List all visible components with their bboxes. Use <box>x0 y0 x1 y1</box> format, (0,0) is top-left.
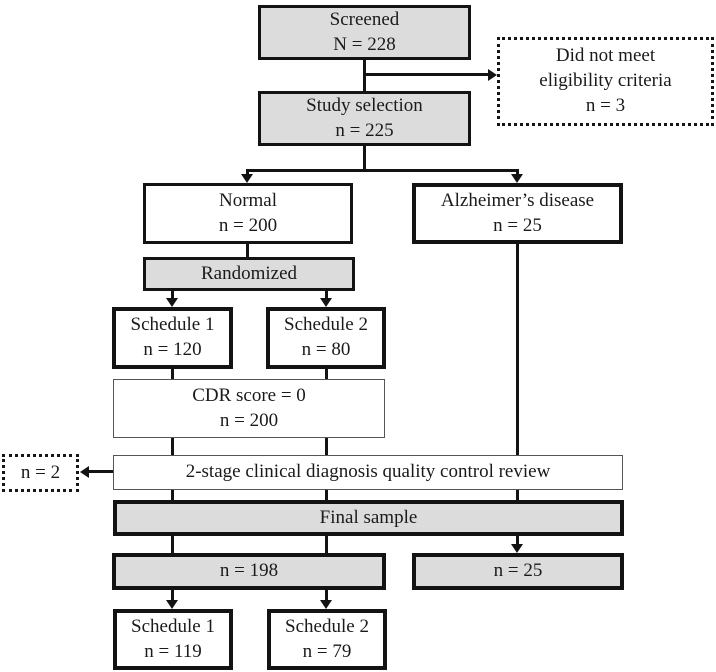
randomized-box: Randomized <box>143 257 355 291</box>
arrowhead-not-eligible <box>488 69 497 81</box>
screened-box: Screened N = 228 <box>258 5 471 60</box>
final-normal-box: n = 198 <box>112 553 386 590</box>
study-selection-box: Study selection n = 225 <box>258 91 471 146</box>
final-sample-box: Final sample <box>113 500 624 536</box>
schedule1-top-count: n = 120 <box>143 339 202 360</box>
qc-review-box: 2-stage clinical diagnosis quality contr… <box>113 455 623 490</box>
final-normal-count: n = 198 <box>219 560 279 582</box>
connector-final-to-n25 <box>516 536 519 545</box>
branch-line-normal-ad <box>246 169 519 172</box>
connector-n198-to-schedule1 <box>171 590 174 601</box>
alzheimers-box: Alzheimer’s disease n = 25 <box>412 183 623 244</box>
connector-qc-to-final-left <box>171 490 174 500</box>
connector-normal-to-randomized <box>246 244 249 257</box>
normal-count: n = 200 <box>218 214 278 236</box>
connector-schedule1-to-cdr <box>171 369 174 379</box>
connector-randomized-to-schedule2 <box>325 291 328 299</box>
arrowhead-qc-excluded <box>80 466 89 478</box>
arrowhead-ad <box>511 174 523 183</box>
final-ad-box: n = 25 <box>412 553 624 590</box>
study-selection-label: Study selection <box>306 94 423 116</box>
schedule1-top-box: Schedule 1 n = 120 <box>112 307 233 369</box>
connector-ad-to-qc <box>516 244 519 455</box>
study-selection-count: n = 225 <box>335 119 394 141</box>
schedule1-bottom-box: Schedule 1 n = 119 <box>113 609 233 670</box>
connector-qc-to-final-mid <box>325 490 328 500</box>
schedule2-top-count: n = 80 <box>301 339 351 360</box>
cdr-count: n = 200 <box>219 409 279 431</box>
connector-to-not-eligible <box>364 73 489 76</box>
schedule1-bottom-count: n = 119 <box>144 640 202 662</box>
randomized-label: Randomized <box>200 262 298 284</box>
arrowhead-schedule1-top <box>166 298 178 307</box>
final-sample-label: Final sample <box>319 506 418 528</box>
arrowhead-n25 <box>511 544 523 553</box>
connector-schedule2-to-cdr <box>325 369 328 379</box>
schedule2-bottom-count: n = 79 <box>302 640 352 662</box>
schedule2-top-label: Schedule 2 <box>284 314 368 336</box>
arrowhead-schedule2-top <box>320 298 332 307</box>
schedule1-top-label: Schedule 1 <box>130 314 215 336</box>
schedule1-bottom-label: Schedule 1 <box>131 615 215 637</box>
screened-label: Screened <box>329 8 400 30</box>
normal-box: Normal n = 200 <box>143 183 353 244</box>
schedule2-top-box: Schedule 2 n = 80 <box>266 307 386 369</box>
qc-review-label: 2-stage clinical diagnosis quality contr… <box>185 461 551 483</box>
cdr-label: CDR score = 0 <box>192 384 306 406</box>
qc-excluded-box: n = 2 <box>2 454 79 492</box>
connector-randomized-to-schedule1 <box>171 291 174 299</box>
qc-excluded-count: n = 2 <box>20 461 61 483</box>
connector-qc-to-final-right <box>516 490 519 500</box>
connector-n198-to-schedule2 <box>325 590 328 601</box>
alzheimers-count: n = 25 <box>493 214 542 236</box>
arrowhead-schedule2-bottom <box>320 600 332 609</box>
connector-final-to-n198-left <box>171 536 174 554</box>
cdr-box: CDR score = 0 n = 200 <box>113 379 385 438</box>
screened-count: N = 228 <box>333 33 396 55</box>
not-eligible-line2: eligibility criteria <box>539 70 672 92</box>
arrowhead-normal <box>241 174 253 183</box>
connector-cdr-to-qc-right <box>325 438 328 455</box>
alzheimers-label: Alzheimer’s disease <box>440 189 595 211</box>
arrowhead-schedule1-bottom <box>166 600 178 609</box>
not-eligible-line1: Did not meet <box>555 45 656 67</box>
normal-label: Normal <box>218 189 278 211</box>
connector-cdr-to-qc-left <box>171 438 174 455</box>
not-eligible-box: Did not meet eligibility criteria n = 3 <box>497 37 714 126</box>
schedule2-bottom-label: Schedule 2 <box>285 615 369 637</box>
connector-branch-to-ad <box>516 169 519 176</box>
connector-qc-to-excluded <box>89 470 113 473</box>
not-eligible-count: n = 3 <box>585 94 626 116</box>
connector-final-to-n198-right <box>325 536 328 554</box>
connector-branch-to-normal <box>246 169 249 176</box>
connector-study-to-branch <box>363 146 366 171</box>
final-ad-count: n = 25 <box>493 560 543 582</box>
schedule2-bottom-box: Schedule 2 n = 79 <box>267 609 387 670</box>
